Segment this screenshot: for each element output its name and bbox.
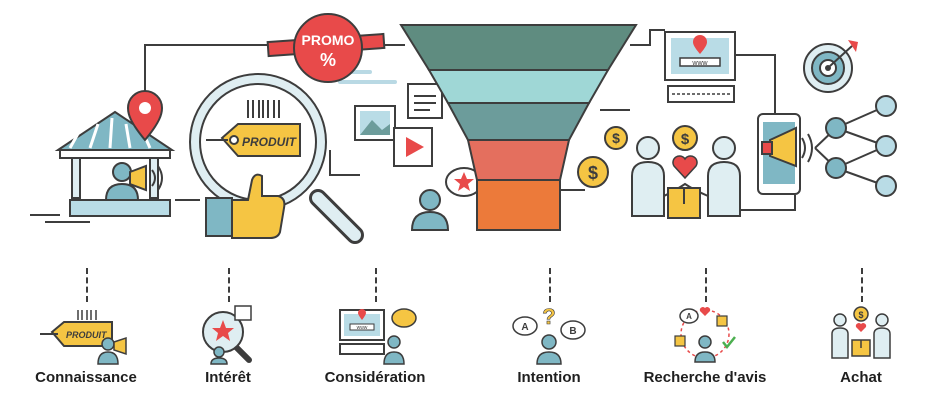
video-player-icon [393, 127, 433, 167]
dollar-coin-icon: $ [577, 156, 609, 188]
www-text: www [357, 325, 368, 331]
funnel-band-3 [446, 102, 591, 141]
exchange-people-icon: $ [631, 125, 741, 219]
megaphone-icon [761, 126, 813, 168]
stage-label: Intention [517, 369, 581, 386]
stage-label: Achat [840, 369, 882, 386]
reviewer-person-icon [410, 167, 483, 231]
product-tag-icon: PRODUIT [206, 100, 301, 157]
sales-funnel [399, 24, 638, 231]
small-tag-label: PRODUIT [66, 330, 108, 340]
location-pin-icon [126, 90, 164, 142]
stage-label: Intérêt [205, 369, 251, 386]
network-nodes-icon [814, 95, 897, 197]
announcer-person-icon [104, 162, 163, 201]
percent-text: % [320, 50, 336, 70]
choice-b-text: B [569, 326, 576, 337]
choice-a-text: A [521, 322, 528, 333]
funnel-band-4 [466, 139, 571, 181]
coin-symbol: $ [612, 130, 620, 146]
marketing-funnel-illustration: PRODUIT PROMO % [30, 13, 897, 244]
www-text: www [691, 60, 708, 67]
document-icon [407, 83, 443, 119]
question-mark: ? [542, 304, 555, 329]
funnel-band-5 [476, 179, 561, 231]
choice-question-icon: A B ? [512, 304, 586, 365]
stage-label: Recherche d'avis [643, 369, 767, 386]
promo-badge: PROMO % [266, 13, 386, 83]
dollar-coin-small-icon: $ [604, 126, 628, 150]
computer-brain-icon: www [339, 308, 417, 365]
computer-monitor-icon: www [664, 31, 736, 103]
coin-symbol: $ [588, 163, 598, 183]
review-circle-icon: A [674, 307, 736, 363]
thumbs-up-icon [205, 173, 286, 239]
purchase-exchange-icon: $ [831, 306, 891, 359]
stage-connector [228, 268, 230, 302]
coin-symbol: $ [681, 131, 690, 148]
stage-label: Considération [324, 369, 426, 386]
stage-connector [549, 268, 551, 302]
stage-connector [86, 268, 88, 302]
achat-coin-symbol: $ [858, 310, 863, 320]
stage-connector [375, 268, 377, 302]
magnifier-star-icon [202, 305, 252, 365]
promo-text: PROMO [302, 32, 355, 48]
target-icon [803, 40, 858, 93]
review-a-text: A [686, 312, 692, 321]
funnel-band-2 [427, 69, 610, 104]
image-card-icon [354, 105, 396, 141]
product-tag-announcer-icon: PRODUIT [40, 310, 127, 365]
connector-lines [30, 29, 796, 223]
product-tag-label: PRODUIT [242, 135, 298, 149]
stage-connector [705, 268, 707, 302]
stage-label: Connaissance [35, 369, 137, 386]
stage-connector [861, 268, 863, 302]
funnel-band-1 [399, 24, 638, 71]
